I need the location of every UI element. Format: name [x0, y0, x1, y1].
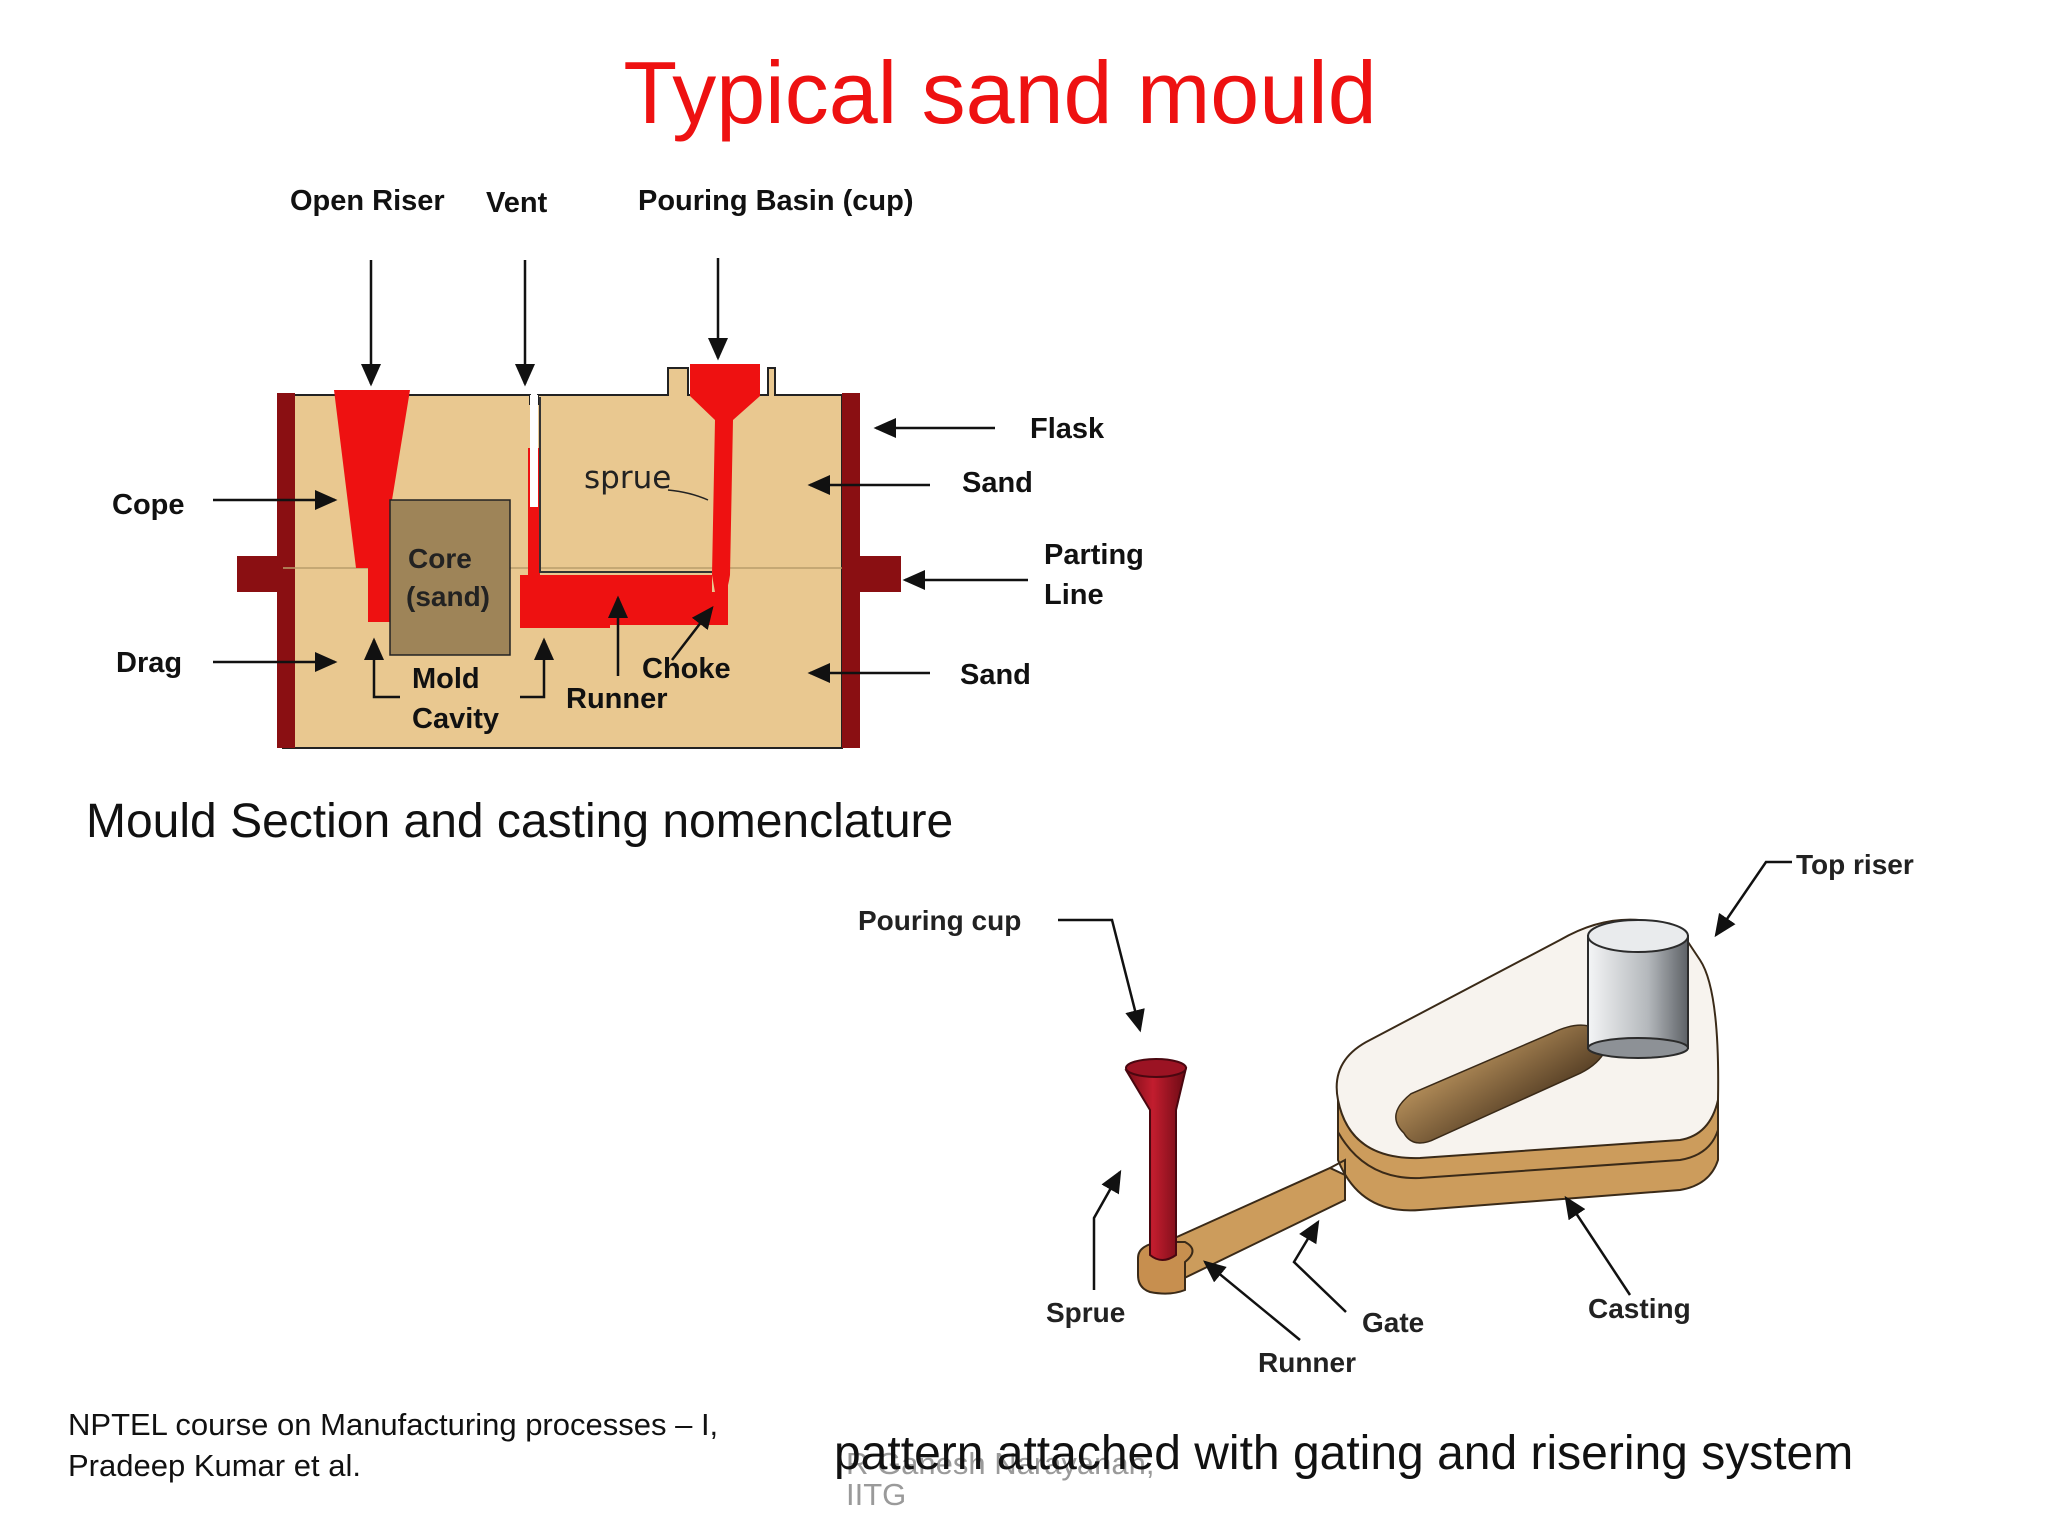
flask-wall-left	[277, 393, 295, 748]
label-cope: Cope	[112, 489, 185, 521]
label-core-2: (sand)	[406, 581, 490, 612]
label-sprue-pattern: Sprue	[1046, 1297, 1125, 1328]
label-core-1: Core	[408, 543, 472, 574]
label-drag: Drag	[116, 647, 182, 679]
core-sand	[389, 499, 511, 656]
sprue-metal	[690, 364, 760, 599]
label-top-riser: Top riser	[1796, 849, 1914, 880]
label-runner: Runner	[566, 683, 668, 715]
label-runner-pattern: Runner	[1258, 1347, 1356, 1378]
label-pouring-basin: Pouring Basin (cup)	[638, 185, 914, 217]
caption-pattern: pattern attached with gating and riserin…	[834, 1427, 1854, 1480]
flask-wall-right	[842, 393, 860, 748]
flask-ear-left	[237, 556, 283, 592]
label-parting-line-1: Parting	[1044, 539, 1144, 571]
label-gate: Gate	[1362, 1307, 1424, 1338]
top-riser-cap	[1587, 919, 1689, 953]
runner-metal	[540, 575, 712, 592]
footer-credit: NPTEL course on Manufacturing processes …	[68, 1407, 719, 1483]
label-vent: Vent	[486, 187, 548, 219]
label-mold-cavity-1: Mold	[412, 663, 480, 695]
label-casting: Casting	[1588, 1293, 1691, 1324]
label-sand-top: Sand	[962, 467, 1033, 499]
label-parting-line-2: Line	[1044, 579, 1104, 611]
label-open-riser: Open Riser	[290, 185, 445, 217]
label-choke: Choke	[642, 653, 731, 685]
watermark: R Ganesh Narayanan, IITG	[846, 1446, 1155, 1512]
cope-block-outline	[539, 397, 712, 573]
top-riser	[1587, 935, 1689, 1049]
label-flask: Flask	[1030, 413, 1105, 445]
label-mold-cavity-2: Cavity	[412, 703, 499, 735]
mould-section-diagram: Open Riser Vent Pouring Basin (cup) Flas…	[112, 185, 1144, 749]
slide-title: Typical sand mould	[623, 43, 1377, 142]
pattern-gating-diagram: Top riser Pouring cup Sprue Gate Casting…	[858, 849, 1914, 1378]
sprue-pattern	[1124, 1063, 1188, 1261]
label-sprue: sprue	[584, 460, 671, 496]
flask-ear-right	[857, 556, 901, 592]
vent-channel	[530, 395, 538, 507]
caption-mould-section: Mould Section and casting nomenclature	[86, 795, 954, 848]
label-sand-bottom: Sand	[960, 659, 1031, 691]
label-pouring-cup: Pouring cup	[858, 905, 1021, 936]
